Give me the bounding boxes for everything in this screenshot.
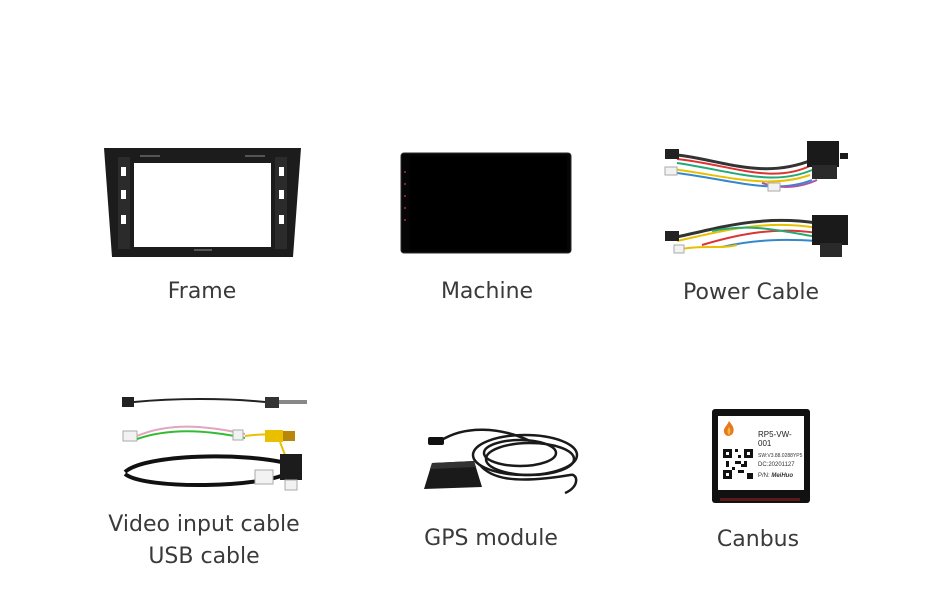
canbus-model: RP5-VW-001 <box>758 430 792 448</box>
canbus-sw-version: SW:V3.88.0288YP5 <box>758 453 803 459</box>
canbus-label: Canbus <box>716 527 800 552</box>
usb-cable-label: USB cable <box>148 544 260 569</box>
qr-code-icon <box>723 449 753 479</box>
machine-image <box>400 152 572 254</box>
canbus-red-strip <box>720 498 800 501</box>
power-cable-image <box>664 141 848 257</box>
gps-module-label: GPS module <box>424 526 558 551</box>
canbus-brand: MeiHuo <box>771 473 794 479</box>
frame-image <box>104 148 301 257</box>
canbus-box: RP5-VW-001 SW:V3.88.0288YP5 DC:20201127 … <box>712 409 810 503</box>
video-usb-cable-image <box>122 397 307 491</box>
canbus-label-sticker: RP5-VW-001 SW:V3.88.0288YP5 DC:20201127 … <box>718 416 804 490</box>
canbus-part-number: P/N: MeiHuo <box>758 473 793 479</box>
machine-label: Machine <box>440 279 534 304</box>
power-cable-label: Power Cable <box>683 280 819 305</box>
gps-module-image <box>424 428 579 495</box>
video-input-cable-label: Video input cable <box>108 512 300 537</box>
canbus-date-code: DC:20201127 <box>758 462 795 468</box>
frame-label: Frame <box>167 279 237 304</box>
canbus-pn-prefix: P/N: <box>758 473 770 479</box>
flame-logo-icon <box>723 421 734 436</box>
